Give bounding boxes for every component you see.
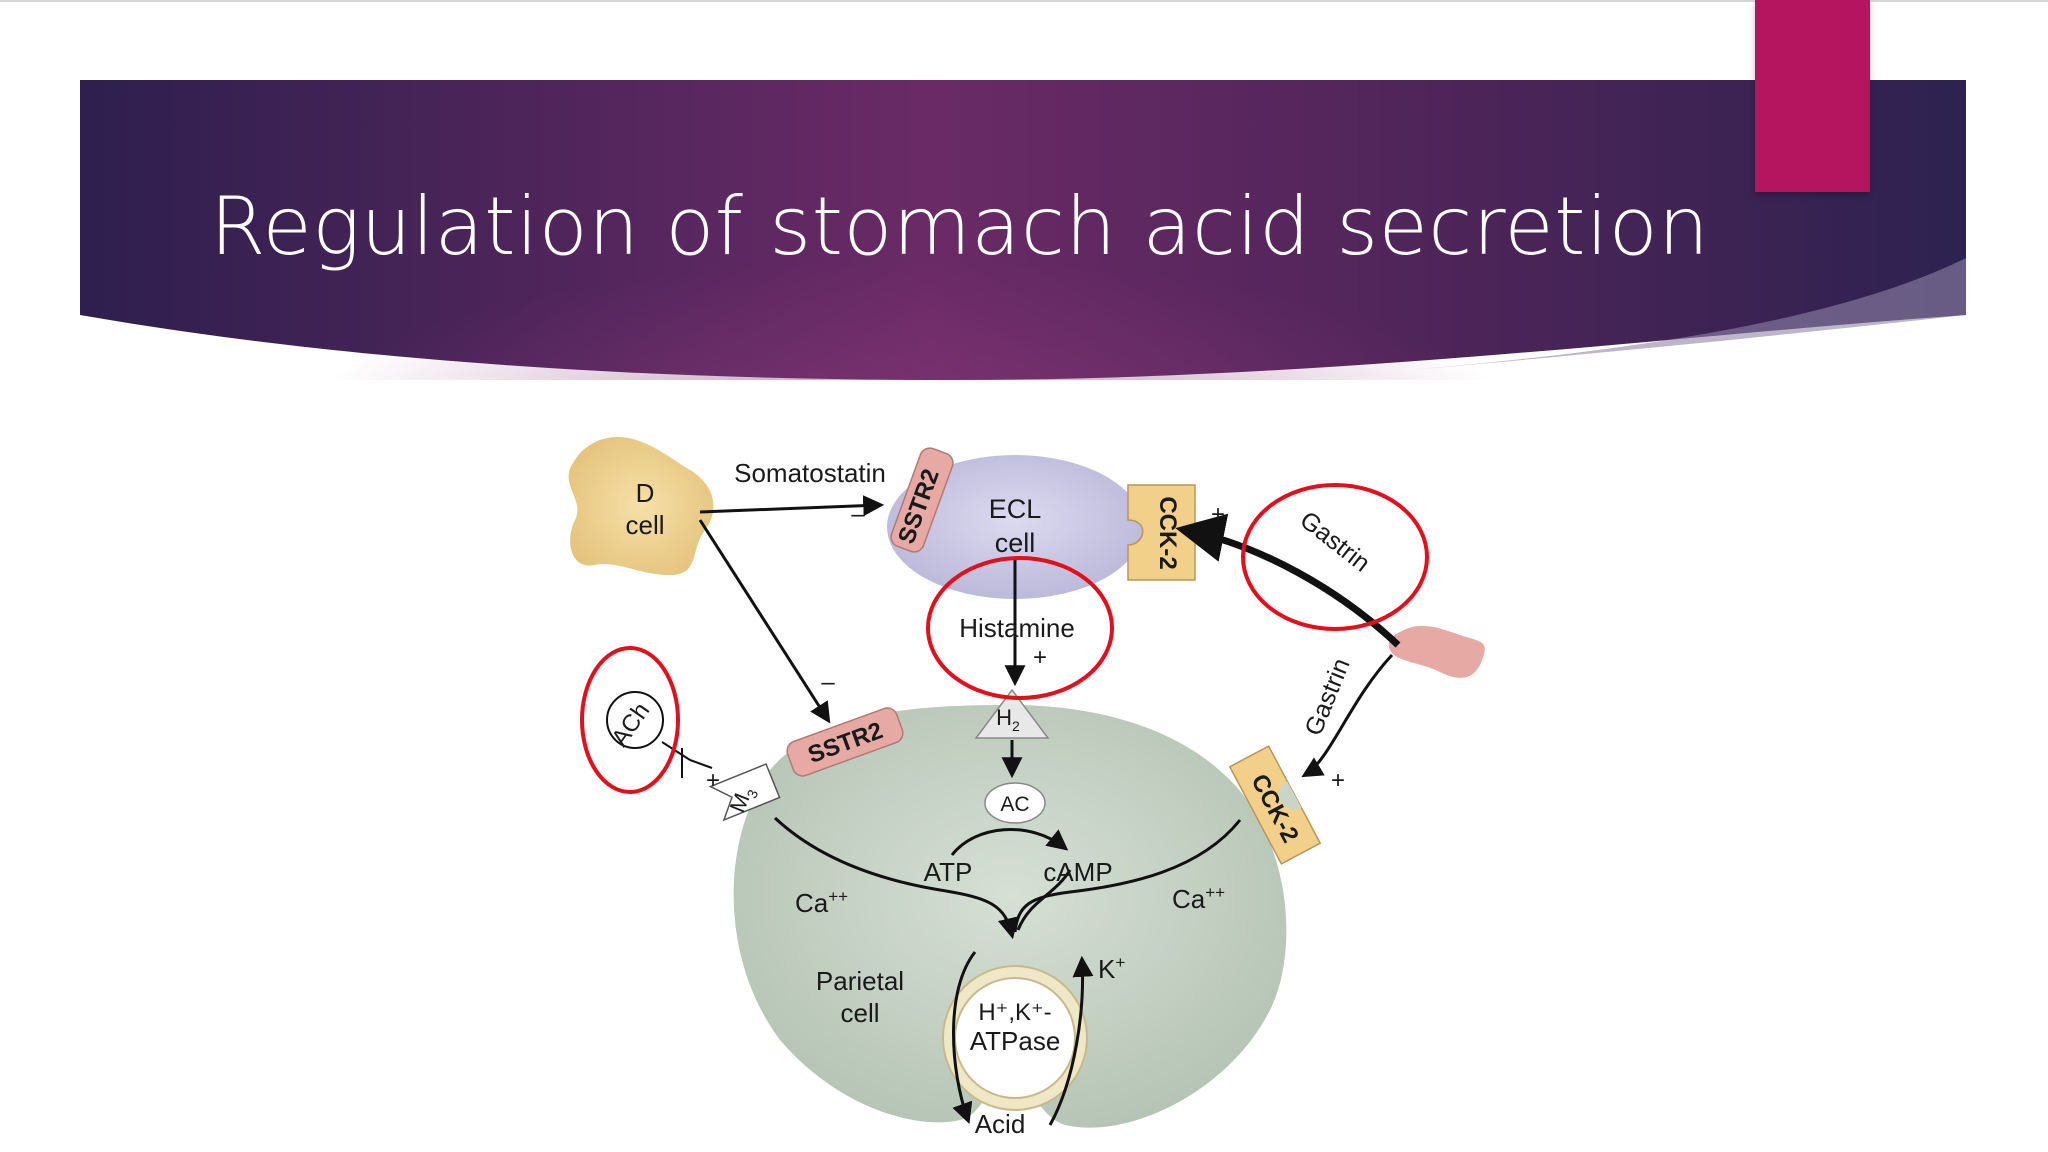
somatostatin-label: Somatostatin [734, 458, 886, 488]
minus-sign-sstr2-parietal: – [821, 669, 835, 696]
arrow-k-in [1048, 955, 1094, 1126]
m3-receptor [708, 763, 781, 822]
k-label: K+ [1098, 953, 1125, 984]
highlight-circle-gastrin [1241, 483, 1429, 631]
gastrin-top-label: Gastrin [1295, 506, 1376, 578]
accent-tab [1755, 0, 1870, 192]
parietal-cell-label-1: Parietal [816, 966, 904, 996]
ach-binding-line [661, 741, 713, 778]
h2-label: H2 [996, 705, 1020, 734]
sstr2-parietal-receptor [786, 707, 904, 777]
cck2-ecl-label: CCK-2 [1154, 496, 1181, 569]
top-border-line [0, 0, 2048, 2]
histamine-label: Histamine [959, 613, 1075, 643]
acid-label: Acid [975, 1109, 1026, 1139]
d-cell-shape [568, 437, 714, 575]
arrow-acid-out [952, 951, 977, 1124]
title-banner-background [80, 80, 1966, 380]
atp-label: ATP [924, 857, 973, 887]
minus-sign-somatostatin: – [851, 501, 865, 528]
pathway-camp-to-pump [1016, 869, 1072, 931]
ca-right-label: Ca++ [1172, 883, 1225, 914]
d-cell-label-1: D [636, 478, 655, 508]
ecl-cell-label-1: ECL [989, 494, 1042, 524]
sstr2-ecl-receptor [890, 447, 954, 553]
d-cell-label-2: cell [625, 510, 664, 540]
ecl-cell-label-2: cell [995, 528, 1036, 558]
title-banner [80, 80, 1966, 380]
plus-sign-gastrin-ecl: + [1211, 501, 1225, 528]
arrow-atp-to-camp [950, 828, 1069, 856]
g-cell-shape [1388, 625, 1485, 678]
highlight-circle-ach [580, 646, 680, 794]
ac-label: AC [1000, 793, 1029, 816]
cck2-parietal-receptor [1228, 745, 1322, 865]
plus-sign-histamine: + [1033, 644, 1047, 671]
atpase-label-1: H⁺,K⁺- [978, 999, 1051, 1026]
atpase-label-2: ATPase [970, 1026, 1061, 1056]
pathway-ca-left [773, 816, 1019, 940]
ca-left-label: Ca++ [795, 887, 848, 918]
slide-title: Regulation of stomach acid secretion [210, 180, 1710, 273]
arrow-dcell-to-parietal [698, 519, 831, 724]
arrow-gastrin-to-parietal [1301, 653, 1394, 778]
gastrin-side-label: Gastrin [1300, 654, 1356, 739]
parietal-cell-label-2: cell [840, 998, 879, 1028]
ecl-cell-shape [887, 455, 1143, 599]
highlight-circle-histamine [926, 556, 1114, 700]
camp-label: cAMP [1043, 857, 1112, 887]
ach-molecule [606, 691, 664, 749]
h2-receptor [974, 688, 1050, 739]
pathway-ca-right [1013, 819, 1242, 933]
plus-sign-cck2-parietal: + [1331, 767, 1345, 794]
arrow-gastrin-to-ecl [1175, 513, 1401, 648]
plus-sign-m3: + [706, 767, 720, 794]
ac-enzyme [984, 782, 1046, 824]
arrow-dcell-to-ecl [699, 495, 885, 517]
